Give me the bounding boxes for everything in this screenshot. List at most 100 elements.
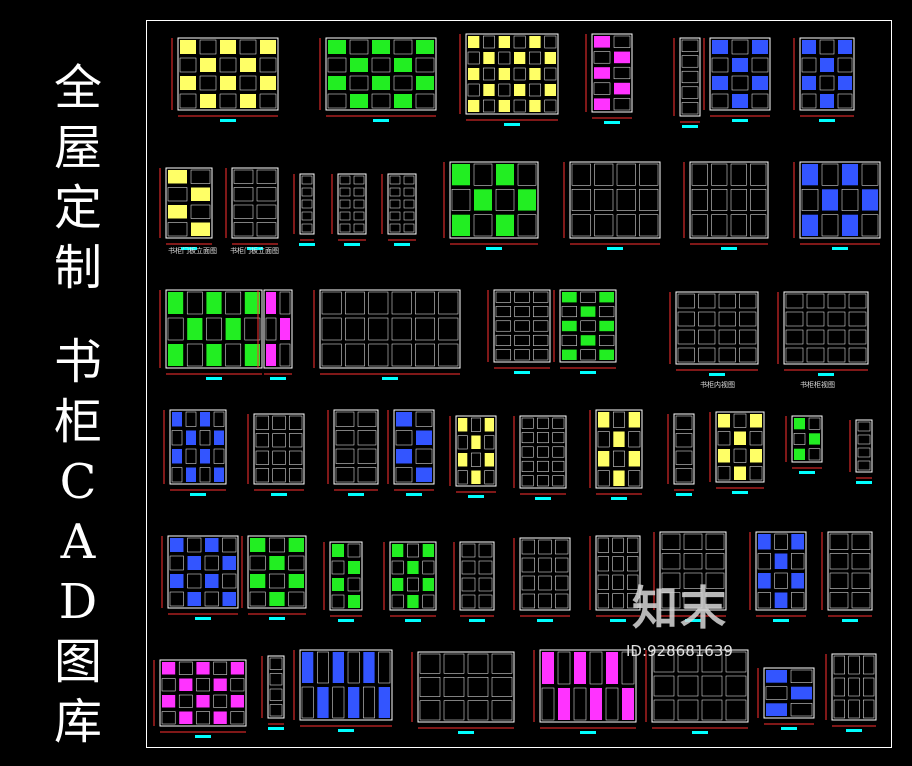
- drawing-cell: [419, 700, 441, 721]
- dimension-tag: [732, 491, 748, 494]
- drawing-cell: [533, 291, 549, 303]
- drawing-cell: [802, 40, 816, 54]
- drawing-cell: [249, 591, 266, 607]
- drawing-cell: [555, 575, 569, 591]
- drawing-cell: [473, 214, 493, 237]
- drawing-cell: [467, 677, 489, 697]
- drawing-cell: [518, 189, 536, 211]
- drawing-cell: [613, 470, 625, 486]
- dimension-tag: [405, 619, 421, 622]
- drawing-cell: [750, 449, 762, 463]
- drawing-cell: [580, 306, 596, 317]
- drawing-cell: [802, 164, 818, 186]
- drawing-cell: [478, 577, 493, 592]
- drawing-cell: [396, 449, 412, 464]
- drawing-cell: [616, 214, 636, 237]
- drawing-cell: [483, 99, 495, 113]
- drawing-cell: [749, 431, 763, 446]
- drawing-cell: [256, 187, 277, 202]
- drawing-cell: [179, 93, 197, 109]
- drawing-cell: [244, 292, 260, 314]
- dimension-tag: [580, 371, 596, 374]
- drawing-cell: [186, 430, 196, 445]
- dimension-tag: [406, 493, 422, 496]
- drawing-cell: [179, 711, 193, 724]
- drawing-cell: [339, 187, 351, 197]
- drawing-outline: [337, 173, 367, 235]
- dimension-tag: [682, 125, 698, 128]
- drawing-cell: [766, 670, 787, 683]
- drawing-cell: [491, 653, 513, 674]
- drawing-cell: [593, 82, 611, 95]
- dimension-tag: [468, 495, 484, 498]
- drawing-outline: [167, 535, 239, 609]
- drawing-cell: [415, 291, 435, 315]
- drawing-cell: [590, 688, 602, 720]
- drawing-cell: [389, 187, 401, 197]
- drawing-cell: [335, 448, 355, 464]
- drawing-cell: [683, 592, 703, 609]
- drawing-cell: [827, 311, 846, 327]
- drawing-cell: [496, 164, 514, 186]
- drawing-outline: [715, 411, 765, 483]
- drawing-cell: [752, 76, 768, 90]
- drawing-outline: [519, 415, 567, 489]
- title-char: C: [59, 454, 97, 510]
- drawing-cell: [260, 76, 276, 90]
- drawing-cell: [394, 58, 412, 72]
- drawing-cell: [214, 467, 224, 482]
- drawing-cell: [790, 669, 813, 683]
- drawing-cell: [363, 652, 375, 683]
- drawing-outline: [673, 413, 695, 485]
- drawing-cell: [677, 675, 699, 697]
- drawing-cell: [749, 466, 763, 481]
- dimension-tag: [271, 493, 287, 496]
- drawing-cell: [353, 199, 365, 209]
- drawing-cell: [842, 164, 858, 186]
- drawing-cell: [240, 94, 256, 108]
- drawing-cell: [256, 222, 277, 237]
- drawing-cell: [328, 76, 346, 90]
- drawing-cell: [829, 592, 849, 609]
- drawing-cell: [766, 703, 787, 716]
- drawing-cell: [851, 553, 871, 570]
- drawing-cell: [256, 169, 277, 184]
- drawing-cell: [529, 83, 541, 97]
- drawing-cell: [452, 164, 470, 186]
- drawing-cell: [544, 52, 556, 64]
- drawing-cell: [350, 94, 368, 108]
- drawing-cell: [683, 533, 703, 550]
- drawing-cell: [514, 320, 530, 332]
- drawing-cell: [571, 163, 591, 186]
- dimension-tag: [268, 727, 284, 730]
- drawing-cell: [681, 86, 699, 99]
- drawing-cell: [269, 657, 283, 670]
- drawing-cell: [614, 82, 630, 95]
- drawing-cell: [521, 539, 535, 555]
- drawing-cell: [467, 51, 480, 65]
- drawing-cell: [627, 556, 639, 572]
- drawing-outline: [799, 37, 855, 111]
- drawing-cell: [599, 320, 614, 332]
- drawing-cell: [622, 688, 634, 720]
- drawing-cell: [557, 651, 571, 685]
- drawing-cell: [196, 678, 210, 692]
- drawing-cell: [513, 67, 526, 81]
- drawing-cell: [357, 411, 377, 427]
- drawing-cell: [521, 575, 535, 591]
- watermark-id: ID:928681639: [626, 642, 733, 660]
- drawing-cell: [597, 593, 609, 609]
- dimension-tag: [856, 481, 872, 484]
- drawing-cell: [833, 699, 845, 719]
- drawing-cell: [416, 467, 432, 482]
- drawing-cell: [661, 553, 681, 570]
- dimension-tag: [692, 731, 708, 734]
- drawing-cell: [774, 592, 788, 608]
- drawing-cell: [627, 593, 639, 609]
- drawing-cell: [186, 343, 203, 367]
- drawing-cell: [533, 320, 549, 332]
- drawing-cell: [279, 291, 291, 315]
- drawing-cell: [468, 36, 480, 48]
- drawing-cell: [461, 577, 476, 592]
- drawing-cell: [701, 699, 723, 721]
